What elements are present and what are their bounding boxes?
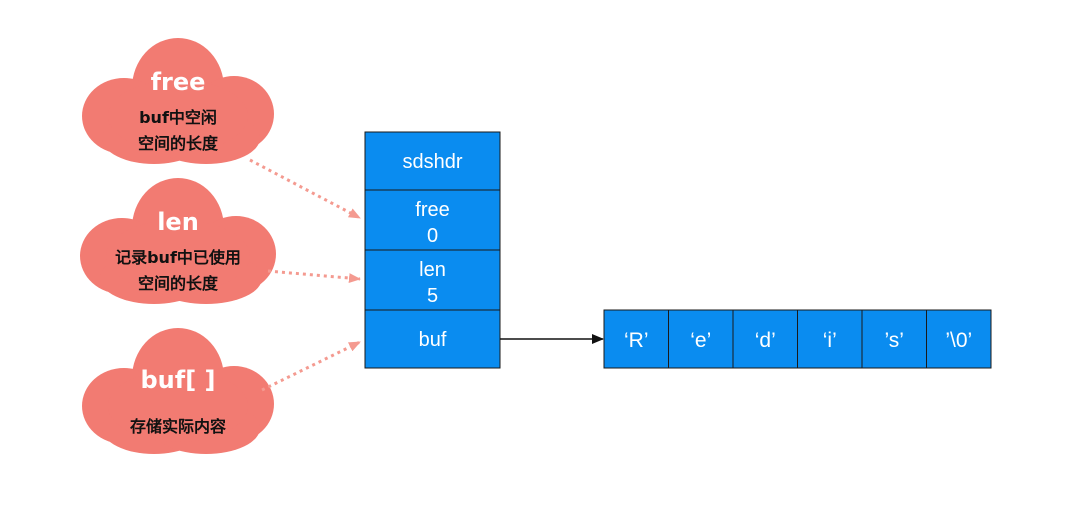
callout-buf-title: buf[ ] xyxy=(141,366,216,394)
callout-free-line-2: 空间的长度 xyxy=(138,134,219,153)
callout-free-line-1: buf中空闲 xyxy=(139,108,217,127)
callout-len-line-1: 记录buf中已使用 xyxy=(115,248,241,267)
callout-buf: buf[ ] 存储实际内容 xyxy=(82,328,274,454)
connector-len xyxy=(267,269,361,284)
struct-free-value: 0 xyxy=(427,225,438,247)
sdshdr-struct: sdshdr free 0 len 5 buf xyxy=(364,131,501,369)
array-cell-label: ’\0’ xyxy=(945,329,972,352)
array-cell-label: ‘R’ xyxy=(624,329,649,352)
array-cell xyxy=(861,309,927,369)
struct-header-cell xyxy=(364,131,501,191)
callout-len-line-2: 空间的长度 xyxy=(138,274,219,293)
struct-len-cell xyxy=(364,249,501,311)
callout-free-title: free xyxy=(151,68,206,96)
struct-free-label: free xyxy=(415,199,449,221)
array-cell xyxy=(926,309,992,369)
connector-buf xyxy=(261,340,361,392)
callout-free: free buf中空闲 空间的长度 xyxy=(82,38,274,164)
cloud-shape-buf xyxy=(82,328,274,454)
cloud-shape-len xyxy=(80,178,276,304)
struct-header-label: sdshdr xyxy=(402,151,462,173)
array-cell-label: ‘e’ xyxy=(690,329,711,352)
connector-free xyxy=(249,158,361,220)
cloud-shape-free xyxy=(82,38,274,164)
struct-buf-label: buf xyxy=(419,329,447,351)
callout-len: len 记录buf中已使用 空间的长度 xyxy=(80,178,276,304)
array-cell xyxy=(603,309,669,369)
char-array: ‘R’ ‘e’ ‘d’ ‘i’ ’s’ ’\0’ xyxy=(603,309,992,369)
callout-buf-line-1: 存储实际内容 xyxy=(130,417,226,436)
array-cell-label: ’s’ xyxy=(885,329,904,352)
callout-len-title: len xyxy=(157,208,199,236)
array-cell-label: ‘i’ xyxy=(823,329,837,352)
array-cell-label: ‘d’ xyxy=(755,329,776,352)
struct-len-value: 5 xyxy=(427,285,438,307)
array-cell xyxy=(732,309,798,369)
struct-len-label: len xyxy=(419,259,446,281)
struct-buf-cell xyxy=(364,309,501,369)
struct-free-cell xyxy=(364,189,501,251)
